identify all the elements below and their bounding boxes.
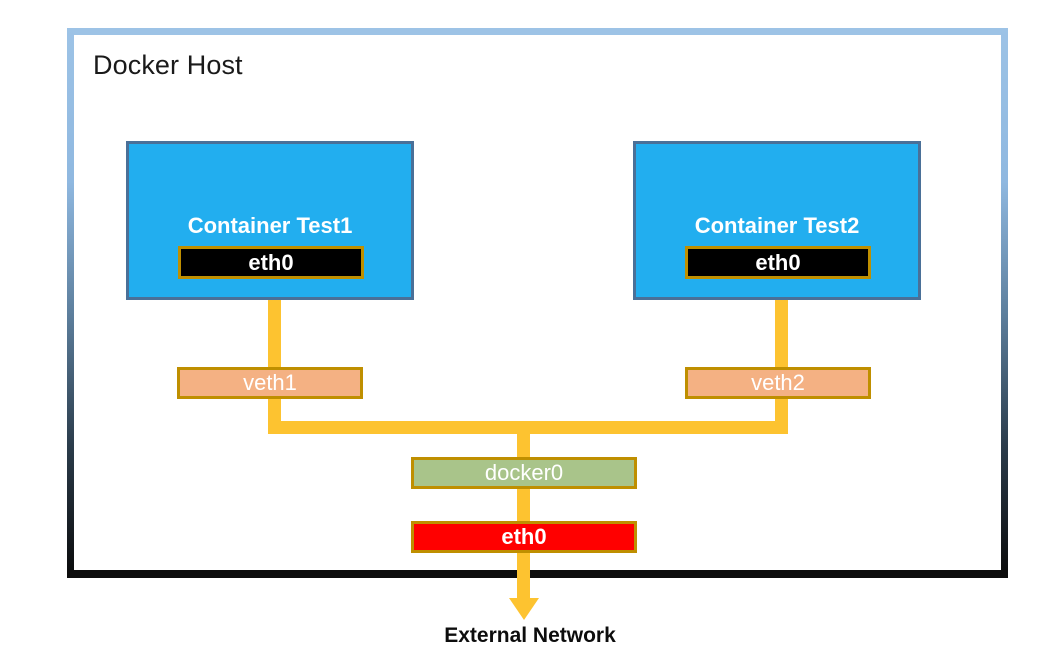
docker-host-title: Docker Host [93, 50, 243, 80]
host-frame-top-edge [67, 28, 1008, 35]
container-test2-eth0-box[interactable]: eth0 [685, 246, 871, 279]
container-label-test2: Container Test2 [694, 213, 860, 238]
wire-container2-eth0-to-veth2 [775, 278, 788, 434]
docker-host-frame [67, 28, 1008, 578]
host-frame-right-edge [1001, 28, 1008, 578]
docker0-bridge-box[interactable]: docker0 [411, 457, 637, 489]
wire-container1-eth0-to-veth1 [268, 278, 281, 434]
external-network-label: External Network [444, 624, 616, 647]
host-eth0-box[interactable]: eth0 [411, 521, 637, 553]
container-label-test1: Container Test1 [187, 213, 353, 238]
container-test1-eth0-box[interactable]: eth0 [178, 246, 364, 279]
container-box-test1[interactable]: Container Test1 [126, 141, 414, 300]
arrowhead-external-network [509, 598, 539, 620]
wire-bus-to-external [517, 421, 530, 607]
veth1-box[interactable]: veth1 [177, 367, 363, 399]
host-frame-bottom-edge [67, 570, 1008, 578]
veth2-box[interactable]: veth2 [685, 367, 871, 399]
host-frame-left-edge [67, 28, 74, 578]
container-box-test2[interactable]: Container Test2 [633, 141, 921, 300]
